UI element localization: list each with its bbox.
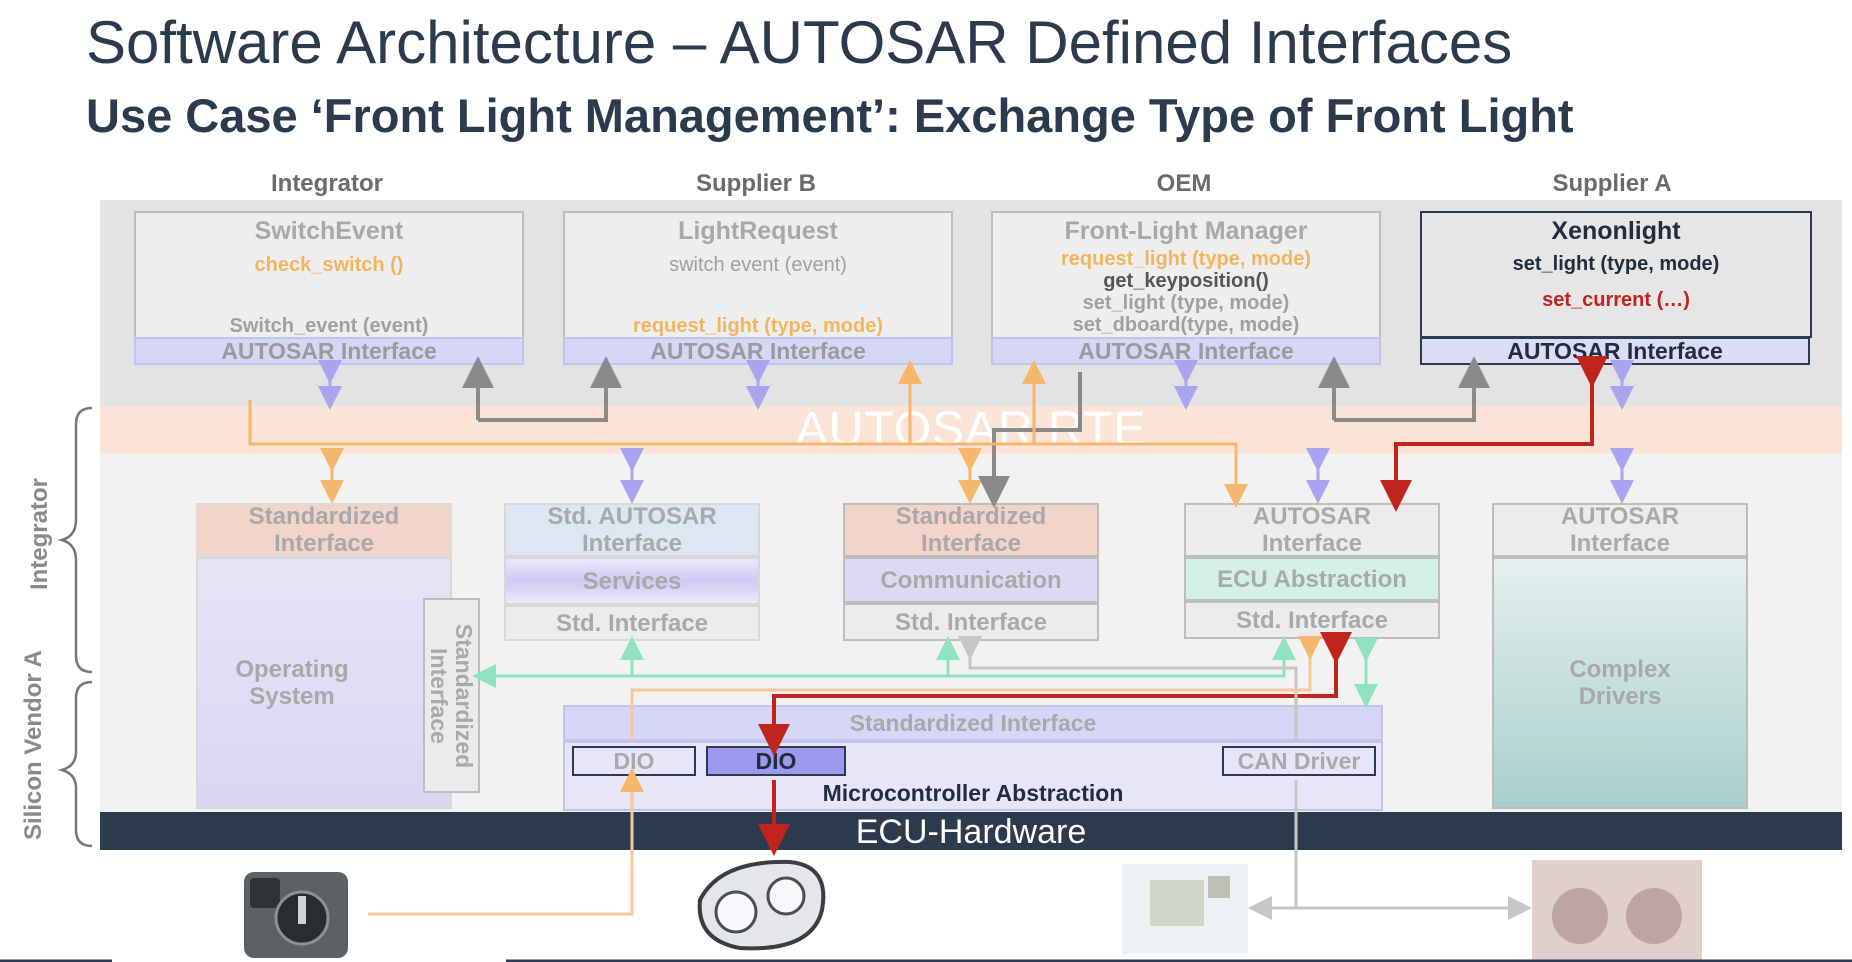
arrow-orange-rte [248, 400, 1248, 508]
ecu-abstraction-body[interactable]: ECU Abstraction [1184, 557, 1440, 601]
dashboard-icon [1532, 860, 1702, 960]
swc-flm-fn-set-light: set_light (type, mode) [1082, 292, 1290, 314]
swc-flm-fn-request: request_light (type, mode) [1060, 248, 1312, 270]
swc-switch-event-fn-event: Switch_event (event) [229, 315, 429, 337]
column-header-supplier-a: Supplier A [1552, 170, 1672, 197]
page-title: Software Architecture – AUTOSAR Defined … [86, 9, 1513, 76]
swc-switch-event-name: SwitchEvent [254, 217, 404, 245]
complex-drivers-label: Complex Drivers [1569, 656, 1671, 710]
mcal-label: Microcontroller Abstraction [822, 779, 1124, 806]
ecu-hardware-label: ECU-Hardware [855, 813, 1087, 851]
complex-drivers-interface: AUTOSAR Interface [1492, 503, 1748, 557]
services-interface: Std. AUTOSAR Interface [504, 503, 760, 557]
swc-light-request-name: LightRequest [678, 217, 838, 245]
swc-xenonlight-fn-set-light: set_light (type, mode) [1512, 253, 1720, 275]
brace-silicon-vendor [57, 680, 93, 848]
swc-front-light-manager-name: Front-Light Manager [1064, 217, 1308, 245]
swc-switch-event-fn-check: check_switch () [254, 254, 404, 276]
services-std-interface: Std. Interface [504, 605, 760, 641]
headlight-icon [697, 859, 826, 951]
arrow-gray-hw [1250, 780, 1298, 910]
swc-xenonlight-name: Xenonlight [1551, 217, 1681, 245]
column-header-oem: OEM [1156, 170, 1212, 197]
light-switch-icon [244, 872, 348, 958]
circuit-board-icon [1122, 864, 1248, 954]
arrow-red-xenon [1380, 356, 1608, 512]
swc-light-request-fn-switch: switch event (event) [669, 254, 847, 276]
services-body[interactable]: Services [504, 557, 760, 605]
swc-xenonlight-fn-set-current: set_current (…) [1542, 289, 1690, 311]
arrow-teal-os [472, 648, 1286, 688]
communication-interface: Standardized Interface [843, 503, 1099, 557]
swc-flm-fn-set-dboard: set_dboard(type, mode) [1072, 314, 1300, 336]
rte-label: AUTOSAR RTE [795, 403, 1147, 456]
swc-flm-fn-keyposition: get_keyposition() [1103, 270, 1269, 292]
swc-xenonlight[interactable]: Xenonlight set_light (type, mode) set_cu… [1420, 211, 1812, 338]
os-side-standardized-interface: Standardized Interface [423, 598, 480, 793]
column-header-integrator: Integrator [270, 170, 383, 197]
brace-integrator [57, 406, 93, 674]
arrow-gray-flm-com [978, 372, 1082, 508]
ecu-abstraction-interface: AUTOSAR Interface [1184, 503, 1440, 557]
os-standardized-interface: Standardized Interface [196, 503, 452, 557]
arrow-red-dio [758, 632, 1352, 756]
complex-drivers-body[interactable]: Complex Drivers [1492, 557, 1748, 809]
arrow-gray-can [958, 636, 1298, 740]
os-body[interactable]: Operating System [196, 557, 452, 809]
arrow-orange-switch-dio [368, 768, 644, 916]
page-subtitle: Use Case ‘Front Light Management’: Excha… [86, 89, 1574, 142]
column-header-supplier-b: Supplier B [695, 170, 816, 197]
ecu-hardware-bar [100, 812, 1842, 850]
communication-body[interactable]: Communication [843, 557, 1099, 603]
swc-light-request-fn-request: request_light (type, mode) [632, 315, 884, 337]
os-body-label: Operating System [235, 656, 349, 710]
